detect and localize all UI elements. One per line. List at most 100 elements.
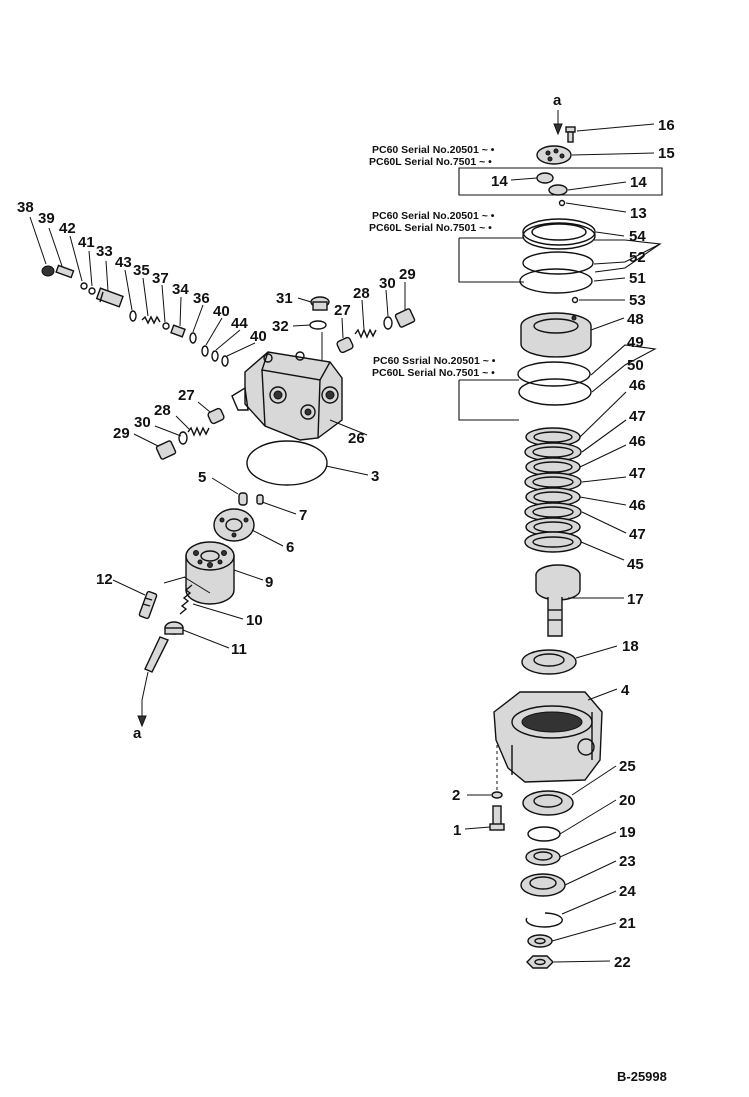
part-21-lock-washer xyxy=(527,934,553,948)
part-51-ring xyxy=(519,268,593,294)
part-14-ring-b xyxy=(548,184,568,196)
callout-46c: 46 xyxy=(629,497,646,514)
part-40-ring xyxy=(201,345,209,357)
part-5-pin xyxy=(238,492,248,506)
callout-51: 51 xyxy=(629,270,646,287)
callout-26: 26 xyxy=(348,430,365,447)
callout-27a: 27 xyxy=(334,302,351,319)
part-9-cylinder-block xyxy=(185,541,235,605)
part-23-bearing xyxy=(520,873,566,897)
callout-1: 1 xyxy=(453,822,461,839)
callout-30b: 30 xyxy=(134,414,151,431)
part-disc-stack xyxy=(524,427,582,553)
callout-47b: 47 xyxy=(629,465,646,482)
callout-3: 3 xyxy=(371,468,379,485)
callout-18: 18 xyxy=(622,638,639,655)
callout-44: 44 xyxy=(231,315,248,332)
figure-id: B-25998 xyxy=(617,1069,667,1084)
callout-24: 24 xyxy=(619,883,636,900)
note-mid-pc60l: PC60L Serial No.7501 ~ • xyxy=(369,222,492,234)
part-1-bolt xyxy=(489,805,505,831)
leader-lines xyxy=(29,123,655,963)
callout-37: 37 xyxy=(152,270,169,287)
ref-letter-a-top: a xyxy=(553,92,562,109)
callout-53: 53 xyxy=(629,292,646,309)
callout-17: 17 xyxy=(627,591,644,608)
callout-19: 19 xyxy=(619,824,636,841)
left-small-parts xyxy=(41,264,416,460)
part-37-ring xyxy=(162,322,170,330)
callout-41: 41 xyxy=(78,234,95,251)
part-40-ring-b xyxy=(221,355,229,367)
part-25-bearing xyxy=(522,790,574,816)
callout-46a: 46 xyxy=(629,377,646,394)
part-39-plug xyxy=(55,264,75,279)
part-11-collar xyxy=(164,621,184,635)
callout-46b: 46 xyxy=(629,433,646,450)
callout-49: 49 xyxy=(627,334,644,351)
part-15-plate xyxy=(536,145,572,165)
part-31-plug xyxy=(310,296,330,311)
part-53-pin xyxy=(571,296,579,304)
callout-22: 22 xyxy=(614,954,631,971)
callout-9: 9 xyxy=(265,574,273,591)
part-29-plug-b xyxy=(155,440,177,460)
callout-15: 15 xyxy=(658,145,675,162)
callout-labels: 38 39 42 41 33 43 35 37 34 36 40 44 40 3… xyxy=(17,92,675,971)
part-48-piston xyxy=(520,312,592,358)
callout-54: 54 xyxy=(629,228,646,245)
part-38-cap xyxy=(41,265,55,277)
part-43-oring xyxy=(129,310,137,322)
callout-45: 45 xyxy=(627,556,644,573)
part-36-ring xyxy=(189,332,197,344)
part-44-ring xyxy=(211,350,219,362)
part-52-ring xyxy=(522,251,594,275)
note-low-pc60l: PC60L Serial No.7501 ~ • xyxy=(372,367,495,379)
callout-23: 23 xyxy=(619,853,636,870)
right-parts xyxy=(489,110,603,969)
part-13-ball xyxy=(558,199,566,207)
callout-31: 31 xyxy=(276,290,293,307)
callout-47a: 47 xyxy=(629,408,646,425)
callout-47c: 47 xyxy=(629,526,646,543)
callout-12: 12 xyxy=(96,571,113,588)
callout-16: 16 xyxy=(658,117,675,134)
callout-40a: 40 xyxy=(213,303,230,320)
callout-43: 43 xyxy=(115,254,132,271)
part-14-ring xyxy=(536,172,554,184)
callout-34: 34 xyxy=(172,281,189,298)
callout-29b: 29 xyxy=(113,425,130,442)
callout-32: 32 xyxy=(272,318,289,335)
part-20-ring xyxy=(527,826,561,842)
callout-27b: 27 xyxy=(178,387,195,404)
callout-28b: 28 xyxy=(154,402,171,419)
callout-48: 48 xyxy=(627,311,644,328)
part-6-valve-plate xyxy=(213,508,255,542)
part-10-spring xyxy=(179,584,193,615)
part-30-oring xyxy=(383,316,393,330)
part-24-snap-ring xyxy=(525,912,563,928)
part-26-valve-body xyxy=(231,351,343,441)
callout-4: 4 xyxy=(621,682,630,699)
part-34-spool xyxy=(170,324,186,338)
callout-36: 36 xyxy=(193,290,210,307)
part-29-plug xyxy=(394,308,416,328)
callout-29a: 29 xyxy=(399,266,416,283)
callout-10: 10 xyxy=(246,612,263,629)
part-28-spring-b xyxy=(187,426,210,437)
part-54-plate xyxy=(522,218,596,250)
part-27-poppet xyxy=(336,336,354,354)
note-top-pc60l: PC60L Serial No.7501 ~ • xyxy=(369,156,492,168)
callout-21: 21 xyxy=(619,915,636,932)
part-22-nut xyxy=(526,955,554,969)
part-shaft-lower xyxy=(137,636,169,728)
callout-20: 20 xyxy=(619,792,636,809)
part-19-seal xyxy=(525,848,561,866)
callout-28a: 28 xyxy=(353,285,370,302)
callout-33: 33 xyxy=(96,243,113,260)
part-28-spring xyxy=(354,328,377,339)
part-30-oring-b xyxy=(178,431,188,445)
callout-6: 6 xyxy=(286,539,294,556)
callout-30a: 30 xyxy=(379,275,396,292)
